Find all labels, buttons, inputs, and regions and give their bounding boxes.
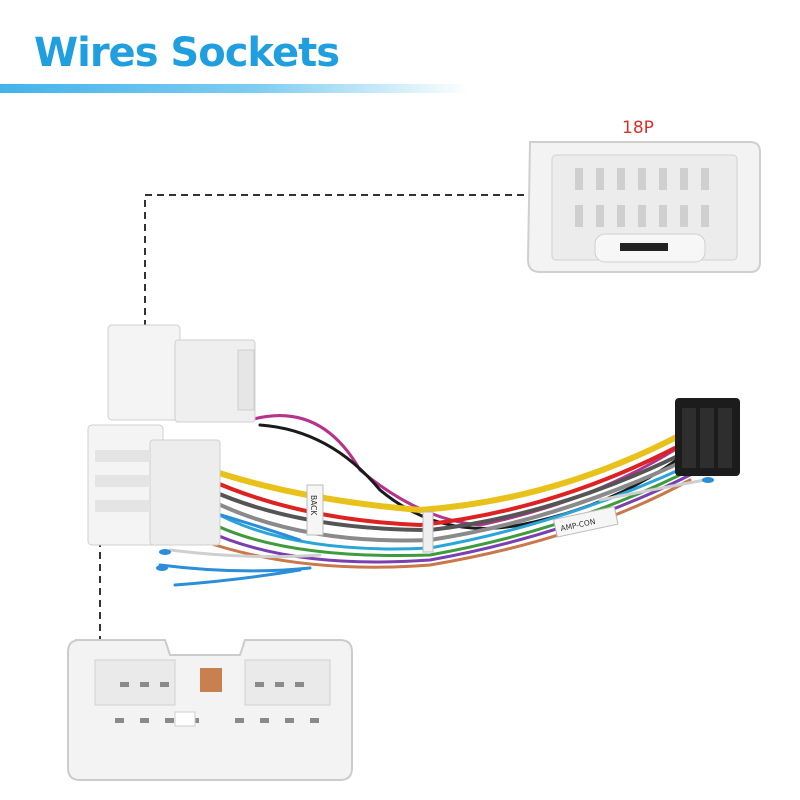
wire-bundle: [156, 414, 714, 587]
connector-white-middle: [87, 424, 221, 546]
tag-back-text: BACK: [309, 495, 318, 516]
connector-white-upper: [107, 324, 256, 423]
leader-line-top: [144, 194, 560, 380]
connector-bottom: [67, 639, 353, 781]
connector-black: [675, 398, 740, 476]
connector-18p: [526, 141, 761, 273]
tag-back: BACK: [306, 484, 324, 536]
cable-tie: [422, 511, 434, 553]
connector-18p-label: 18P: [622, 118, 654, 138]
title-underline: [0, 84, 470, 93]
tag-amp-con: AMP-CON: [552, 505, 619, 538]
page-title: Wires Sockets: [34, 30, 340, 76]
